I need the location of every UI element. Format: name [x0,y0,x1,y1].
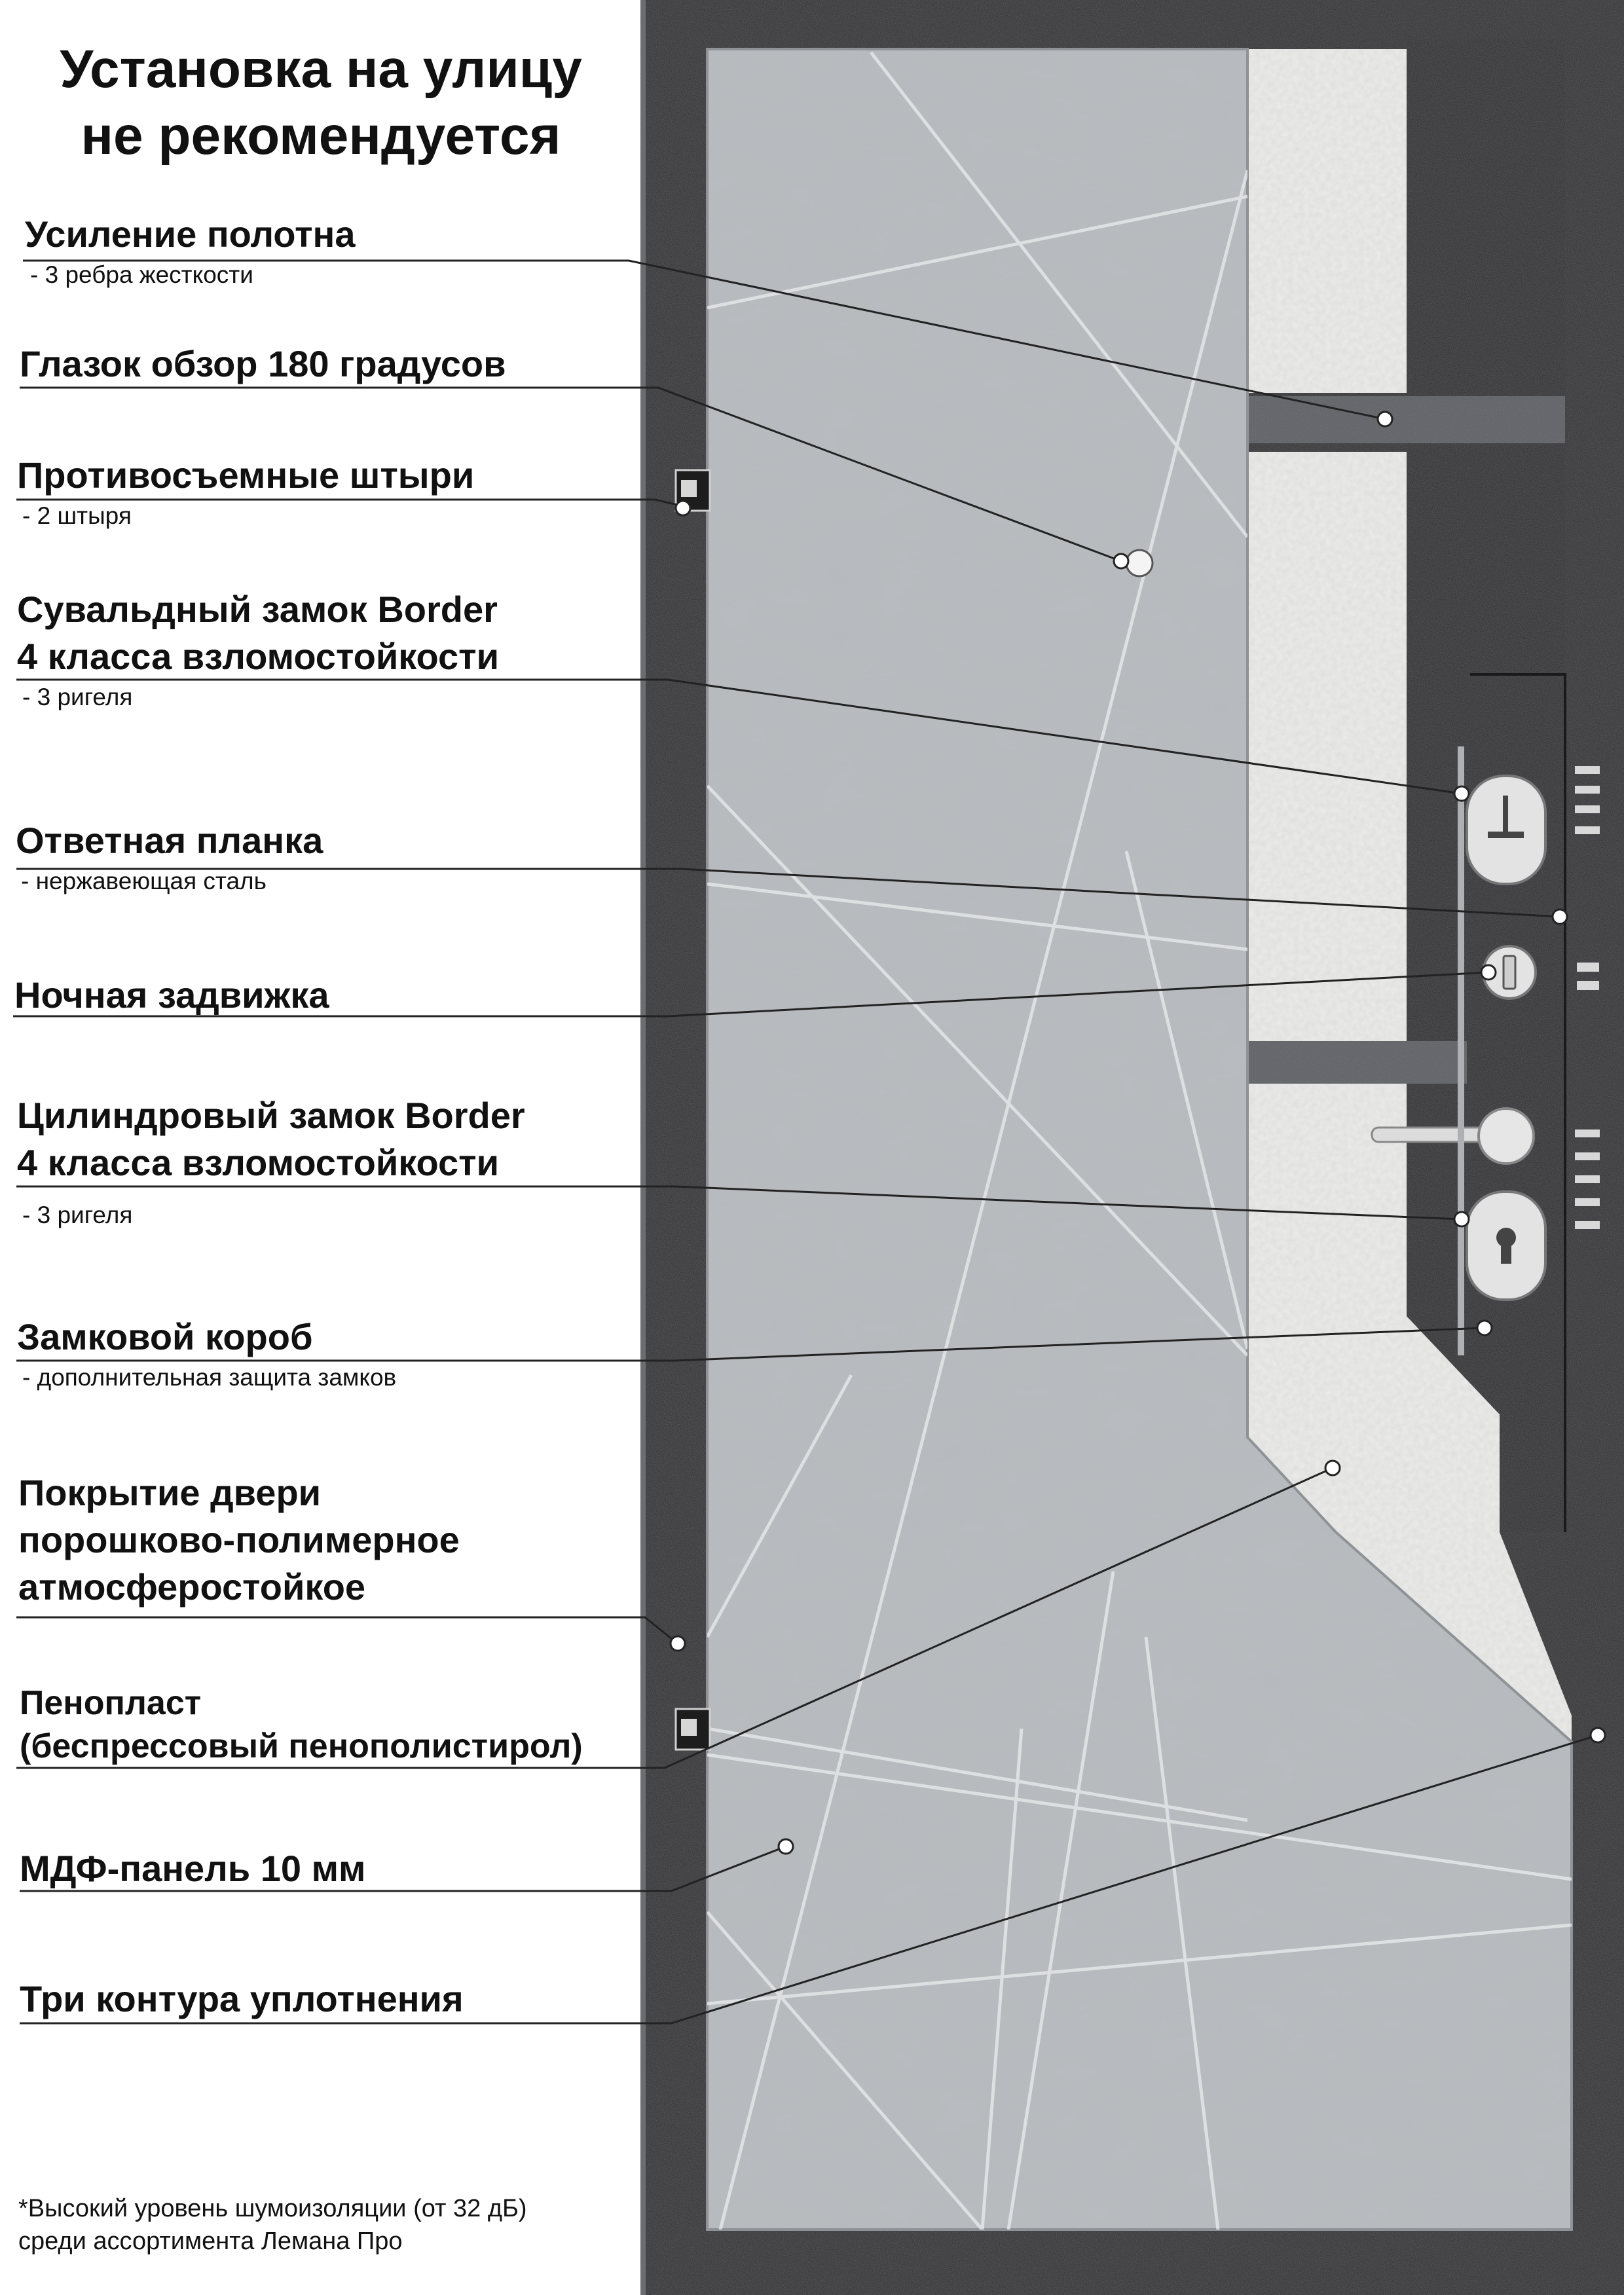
page-title: Установка на улицу не рекомендуется [13,36,629,170]
callout-title: МДФ-панель 10 мм [20,1848,366,1889]
locking-rod [1458,746,1464,1355]
callout-subtitle: - 3 ребра жесткости [30,261,253,288]
footnote-line: среди ассортимента Лемана Про [18,2228,403,2255]
callout-cylinder-lock: Цилиндровый замок Border 4 класса взломо… [17,1092,659,1231]
callout-title: Противосъемные штыри [17,454,475,496]
footnote: *Высокий уровень шумоизоляции (от 32 дБ)… [18,2192,634,2258]
callout-seals: Три контура уплотнения [20,1975,661,2023]
callout-subtitle: - дополнительная защита замков [22,1364,397,1391]
title-line: не рекомендуется [81,106,561,166]
callout-strike-plate: Ответная планка - нержавеющая сталь [16,817,657,897]
callout-title: Пенопласт (беспрессовый пенополистирол) [20,1684,583,1765]
callout-subtitle: - 2 штыря [22,502,132,529]
callout-subtitle: - нержавеющая сталь [21,868,267,894]
callout-title: Усиление полотна [25,213,356,255]
callout-lever-lock: Сувальдный замок Border 4 класса взломос… [17,586,659,713]
callout-title: Покрытие двери порошково-полимерное атмо… [18,1472,460,1607]
callout-title: Цилиндровый замок Border 4 класса взломо… [17,1095,525,1183]
callout-lock-box: Замковой короб - дополнительная защита з… [17,1313,659,1393]
callout-subtitle: - 3 ригеля [22,684,133,710]
footnote-line: *Высокий уровень шумоизоляции (от 32 дБ) [18,2195,527,2222]
callout-title: Ответная планка [16,820,323,861]
callout-mdf-panel: МДФ-панель 10 мм [20,1845,661,1892]
lock-bolts-icon [1575,766,1600,1229]
callout-title: Замковой короб [17,1316,313,1357]
callout-foam: Пенопласт (беспрессовый пенополистирол) [20,1681,661,1768]
callout-title: Три контура уплотнения [20,1978,464,2019]
callout-title: Сувальдный замок Border 4 класса взломос… [17,589,500,677]
peephole-icon [1125,549,1154,578]
callout-title: Глазок обзор 180 градусов [20,343,506,384]
title-line: Установка на улицу [60,39,582,99]
callout-subtitle: - 3 ригеля [22,1202,133,1228]
callout-anti-removal-pins: Противосъемные штыри - 2 штыря [17,452,659,532]
callout-peephole: Глазок обзор 180 градусов [20,340,661,388]
callout-reinforcement: Усиление полотна - 3 ребра жесткости [25,211,667,291]
callout-night-latch: Ночная задвижка [14,972,656,1019]
callout-coating: Покрытие двери порошково-полимерное атмо… [18,1469,660,1611]
callout-title: Ночная задвижка [14,974,329,1016]
